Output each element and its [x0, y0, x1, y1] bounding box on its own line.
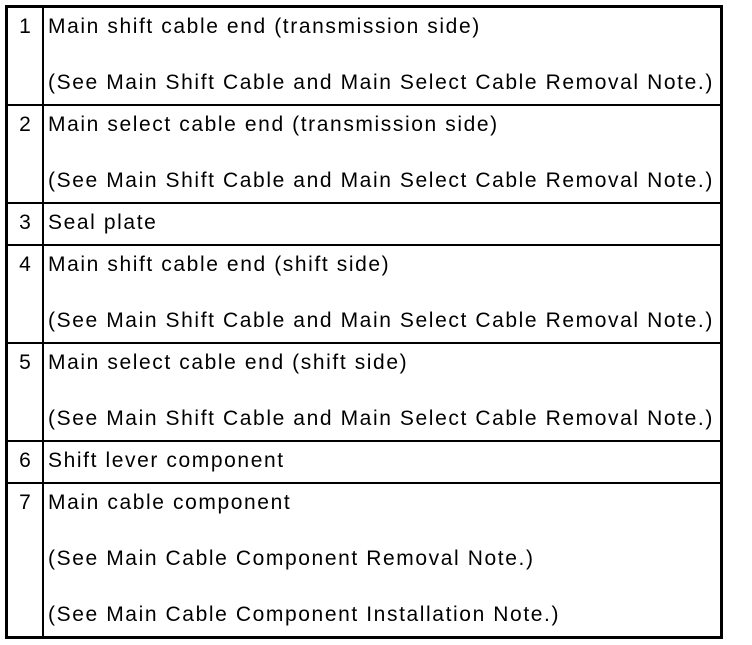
row-description-cell: Main shift cable end (shift side) (See M…: [42, 244, 723, 344]
description-line: Shift lever component: [48, 449, 285, 472]
note-line: (See Main Shift Cable and Main Select Ca…: [48, 71, 714, 94]
description-line: Main cable component: [48, 491, 292, 514]
row-description-cell: Main cable component (See Main Cable Com…: [42, 482, 723, 639]
row-description-cell: Seal plate: [42, 202, 723, 246]
table-row: 2 Main select cable end (transmission si…: [5, 104, 723, 204]
row-description-cell: Main select cable end (transmission side…: [42, 104, 723, 204]
table-row: 5 Main select cable end (shift side) (Se…: [5, 342, 723, 442]
row-description-cell: Main select cable end (shift side) (See …: [42, 342, 723, 442]
row-description-cell: Main shift cable end (transmission side)…: [42, 5, 723, 106]
parts-legend-table: 1 Main shift cable end (transmission sid…: [5, 5, 723, 639]
note-line: (See Main Shift Cable and Main Select Ca…: [48, 309, 714, 332]
row-number-cell: 4: [5, 244, 44, 344]
row-number-cell: 7: [5, 482, 44, 639]
row-number-cell: 6: [5, 440, 44, 484]
description-line: Seal plate: [48, 211, 158, 234]
description-line: Main shift cable end (shift side): [48, 253, 391, 276]
description-line: Main select cable end (shift side): [48, 351, 409, 374]
row-number-cell: 1: [5, 5, 44, 106]
row-number-cell: 2: [5, 104, 44, 204]
note-line: (See Main Shift Cable and Main Select Ca…: [48, 169, 714, 192]
row-number-cell: 3: [5, 202, 44, 246]
table-row: 7 Main cable component (See Main Cable C…: [5, 482, 723, 639]
table-row: 4 Main shift cable end (shift side) (See…: [5, 244, 723, 344]
description-line: Main shift cable end (transmission side): [48, 15, 481, 38]
table-row: 6 Shift lever component: [5, 440, 723, 484]
note-line: (See Main Cable Component Installation N…: [48, 603, 561, 626]
table-row: 3 Seal plate: [5, 202, 723, 246]
description-line: Main select cable end (transmission side…: [48, 113, 499, 136]
note-line: (See Main Cable Component Removal Note.): [48, 547, 535, 570]
row-description-cell: Shift lever component: [42, 440, 723, 484]
row-number-cell: 5: [5, 342, 44, 442]
table-row: 1 Main shift cable end (transmission sid…: [5, 5, 723, 106]
note-line: (See Main Shift Cable and Main Select Ca…: [48, 407, 714, 430]
